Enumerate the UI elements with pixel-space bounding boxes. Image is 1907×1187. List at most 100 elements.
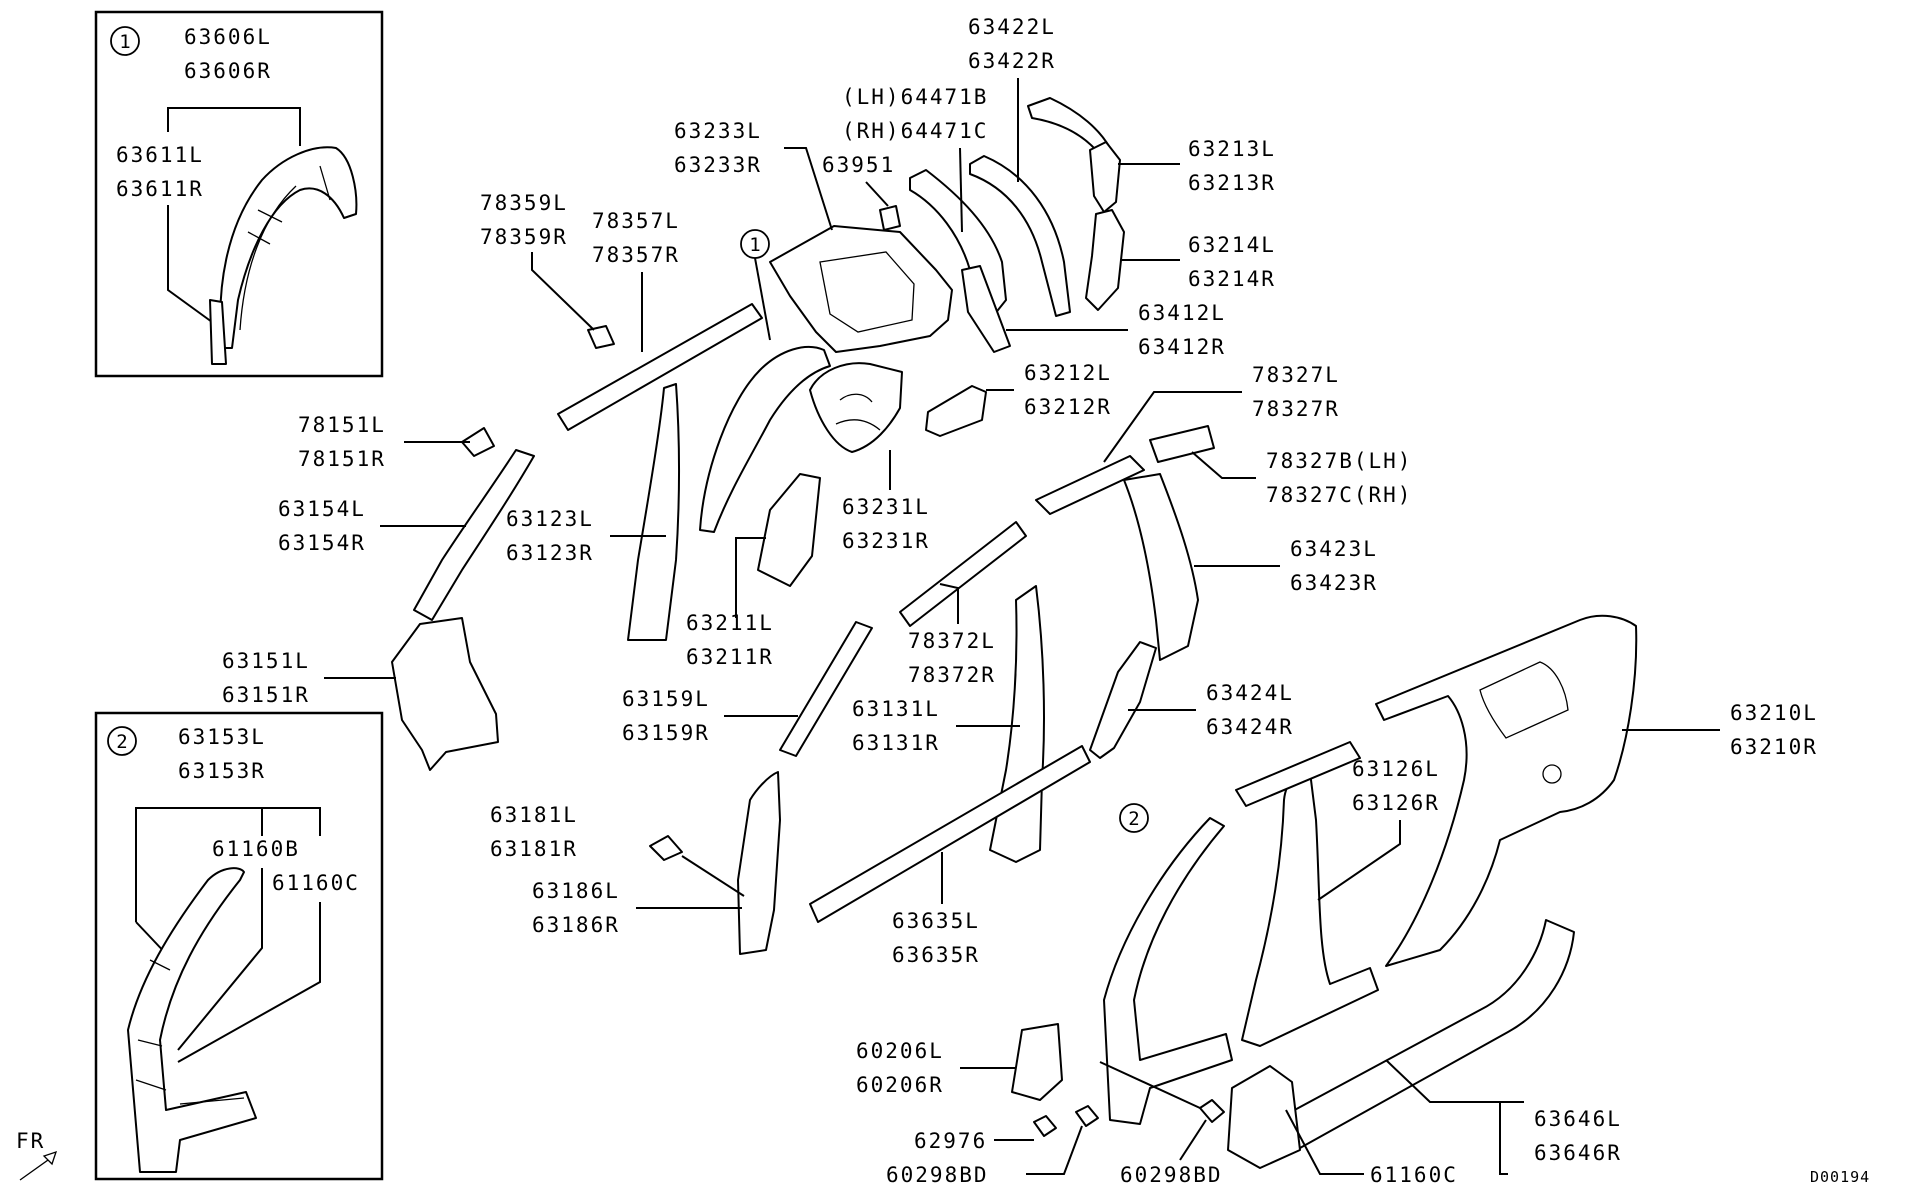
part-label-60206l[interactable]: 60206L <box>856 1039 944 1063</box>
part-63646 <box>1275 919 1575 1149</box>
part-label-78359l[interactable]: 78359L <box>480 191 568 215</box>
part-label-62976[interactable]: 62976 <box>914 1129 987 1153</box>
leader-78327bc <box>1191 451 1256 479</box>
part-label-63126r[interactable]: 63126R <box>1352 791 1440 815</box>
part-label-78327l[interactable]: 78327L <box>1252 363 1340 387</box>
part-label-63646r[interactable]: 63646R <box>1534 1141 1622 1165</box>
bolt-60298bd-1 <box>1075 1105 1099 1127</box>
part-63635 <box>809 745 1091 923</box>
part-label-63606l[interactable]: 63606L <box>184 25 272 49</box>
part-label-63154r[interactable]: 63154R <box>278 531 366 555</box>
part-label-63211l[interactable]: 63211L <box>686 611 774 635</box>
part-label-63126l[interactable]: 63126L <box>1352 757 1440 781</box>
part-label-63211r[interactable]: 63211R <box>686 645 774 669</box>
part-front-pillar-outer <box>1103 817 1233 1125</box>
part-label-78357r[interactable]: 78357R <box>592 243 680 267</box>
inset-box-1: 1 63606L 63606R 63611L 63611R <box>94 10 384 378</box>
part-label-60298bd-1[interactable]: 60298BD <box>886 1163 989 1187</box>
part-78359 <box>587 325 615 349</box>
callout-marker-2-main[interactable] <box>1119 803 1149 833</box>
part-label-60298bd-2[interactable]: 60298BD <box>1120 1163 1223 1187</box>
part-label-78327c[interactable]: 78327C(RH) <box>1266 483 1412 507</box>
part-label-63213l[interactable]: 63213L <box>1188 137 1276 161</box>
part-label-63123l[interactable]: 63123L <box>506 507 594 531</box>
part-label-63212l[interactable]: 63212L <box>1024 361 1112 385</box>
part-label-61160c-main[interactable]: 61160C <box>1370 1163 1458 1187</box>
part-label-63153r[interactable]: 63153R <box>178 759 266 783</box>
part-label-63214l[interactable]: 63214L <box>1188 233 1276 257</box>
part-label-63210l[interactable]: 63210L <box>1730 701 1818 725</box>
callout-marker-2-inset[interactable] <box>107 726 137 756</box>
part-label-63635l[interactable]: 63635L <box>892 909 980 933</box>
part-label-63131r[interactable]: 63131R <box>852 731 940 755</box>
part-label-63231r[interactable]: 63231R <box>842 529 930 553</box>
part-label-63131l[interactable]: 63131L <box>852 697 940 721</box>
part-label-78151l[interactable]: 78151L <box>298 413 386 437</box>
part-label-63151l[interactable]: 63151L <box>222 649 310 673</box>
part-label-63422l[interactable]: 63422L <box>968 15 1056 39</box>
leader-63646 <box>1385 1059 1524 1175</box>
leader-63611 <box>167 205 213 323</box>
part-label-78327b[interactable]: 78327B(LH) <box>1266 449 1412 473</box>
part-label-63151r[interactable]: 63151R <box>222 683 310 707</box>
part-label-63213r[interactable]: 63213R <box>1188 171 1276 195</box>
front-indicator-label: FR <box>16 1129 45 1153</box>
part-63210-quarter-window <box>1479 661 1569 739</box>
part-label-63153l[interactable]: 63153L <box>178 725 266 749</box>
part-label-63123r[interactable]: 63123R <box>506 541 594 565</box>
part-63210 <box>1375 614 1638 967</box>
part-label-64471c[interactable]: (RH)64471C <box>842 119 988 143</box>
part-label-63212r[interactable]: 63212R <box>1024 395 1112 419</box>
part-label-63231l[interactable]: 63231L <box>842 495 930 519</box>
callout-marker-1-main-label: 1 <box>749 234 760 256</box>
leader-63181 <box>681 855 745 897</box>
part-label-78327r[interactable]: 78327R <box>1252 397 1340 421</box>
part-label-63233r[interactable]: 63233R <box>674 153 762 177</box>
part-label-63424r[interactable]: 63424R <box>1206 715 1294 739</box>
part-label-60206r[interactable]: 60206R <box>856 1073 944 1097</box>
part-label-63159r[interactable]: 63159R <box>622 721 710 745</box>
part-label-63214r[interactable]: 63214R <box>1188 267 1276 291</box>
part-label-63646l[interactable]: 63646L <box>1534 1107 1622 1131</box>
part-63412 <box>961 265 1011 353</box>
leader-61160c-main <box>1285 1109 1364 1175</box>
part-label-63423l[interactable]: 63423L <box>1290 537 1378 561</box>
part-label-63181r[interactable]: 63181R <box>490 837 578 861</box>
part-label-63424l[interactable]: 63424L <box>1206 681 1294 705</box>
part-label-63210r[interactable]: 63210R <box>1730 735 1818 759</box>
part-label-61160c[interactable]: 61160C <box>272 871 360 895</box>
part-label-63422r[interactable]: 63422R <box>968 49 1056 73</box>
part-78151 <box>461 427 495 457</box>
part-label-63951[interactable]: 63951 <box>822 153 895 177</box>
part-label-78151r[interactable]: 78151R <box>298 447 386 471</box>
leader-61160b <box>177 868 263 1051</box>
part-label-63635r[interactable]: 63635R <box>892 943 980 967</box>
part-label-63181l[interactable]: 63181L <box>490 803 578 827</box>
callout-marker-1[interactable] <box>110 26 140 56</box>
part-label-63412r[interactable]: 63412R <box>1138 335 1226 359</box>
part-78372 <box>899 521 1027 627</box>
leader-callout-1 <box>754 257 771 341</box>
leader-bolt-line <box>1099 1061 1201 1109</box>
callout-marker-2-main-label: 2 <box>1128 808 1139 830</box>
part-label-78372r[interactable]: 78372R <box>908 663 996 687</box>
part-label-63423r[interactable]: 63423R <box>1290 571 1378 595</box>
part-label-63154l[interactable]: 63154L <box>278 497 366 521</box>
part-label-63159l[interactable]: 63159L <box>622 687 710 711</box>
part-label-61160b[interactable]: 61160B <box>212 837 300 861</box>
part-label-63611l[interactable]: 63611L <box>116 143 204 167</box>
leader-78359 <box>531 252 595 331</box>
part-label-78357l[interactable]: 78357L <box>592 209 680 233</box>
part-label-63412l[interactable]: 63412L <box>1138 301 1226 325</box>
part-label-63606r[interactable]: 63606R <box>184 59 272 83</box>
part-label-63233l[interactable]: 63233L <box>674 119 762 143</box>
part-label-63186l[interactable]: 63186L <box>532 879 620 903</box>
part-label-78359r[interactable]: 78359R <box>480 225 568 249</box>
part-label-63186r[interactable]: 63186R <box>532 913 620 937</box>
drawing-code: D00194 <box>1810 1168 1870 1186</box>
part-label-63611r[interactable]: 63611R <box>116 177 204 201</box>
part-label-78372l[interactable]: 78372L <box>908 629 996 653</box>
part-labels: 63422L 63422R (LH)64471B (RH)64471C 6323… <box>222 15 1818 1187</box>
leader-61160c <box>177 902 321 1063</box>
part-label-64471b[interactable]: (LH)64471B <box>842 85 988 109</box>
